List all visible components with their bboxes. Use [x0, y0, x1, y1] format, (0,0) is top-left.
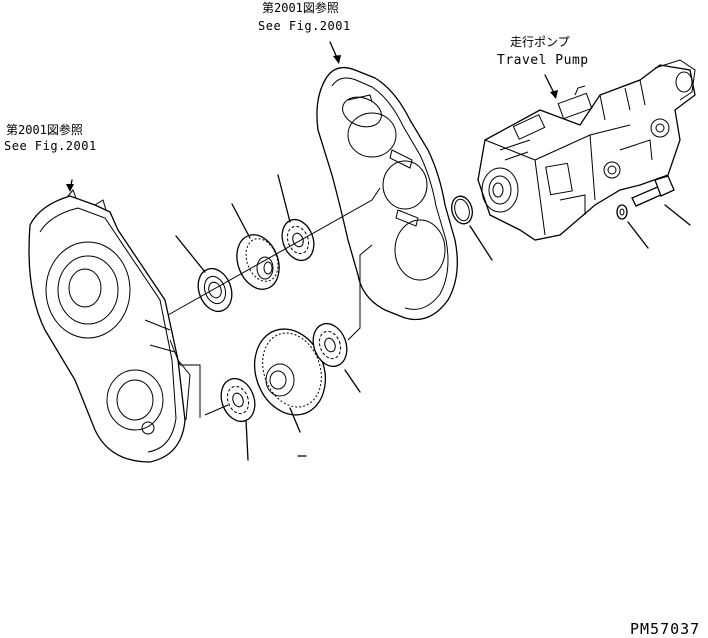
bearing-upper-right — [281, 218, 315, 262]
pump-jp-label: 走行ポンプ — [510, 35, 570, 49]
bearing-lower-right — [312, 322, 348, 368]
arrowhead-left — [66, 184, 74, 192]
bolt — [631, 175, 675, 207]
ref-top-en-label: See Fig.2001 — [258, 19, 351, 33]
pump-en-label: Travel Pump — [497, 53, 589, 68]
washer — [616, 204, 628, 220]
bearing-lower-left — [220, 377, 256, 423]
o-ring — [451, 195, 473, 225]
ref-left-jp-label: 第2001図参照 — [6, 123, 83, 137]
assembly-axis-lines — [167, 187, 381, 418]
ref-left-en-label: See Fig.2001 — [4, 139, 97, 153]
left-gear-case-cover — [28, 189, 191, 463]
gear-lower — [254, 328, 326, 416]
gear-upper — [236, 234, 280, 290]
leader-lines — [66, 41, 691, 461]
arrowhead-top — [333, 55, 341, 64]
ref-top-jp-label: 第2001図参照 — [262, 1, 339, 15]
gear-case-plate — [316, 66, 458, 321]
bearing-upper-left — [197, 267, 233, 313]
drawing-code: PM57037 — [630, 620, 701, 638]
arrowhead-pump — [550, 90, 558, 99]
travel-pump-assembly — [477, 59, 696, 241]
